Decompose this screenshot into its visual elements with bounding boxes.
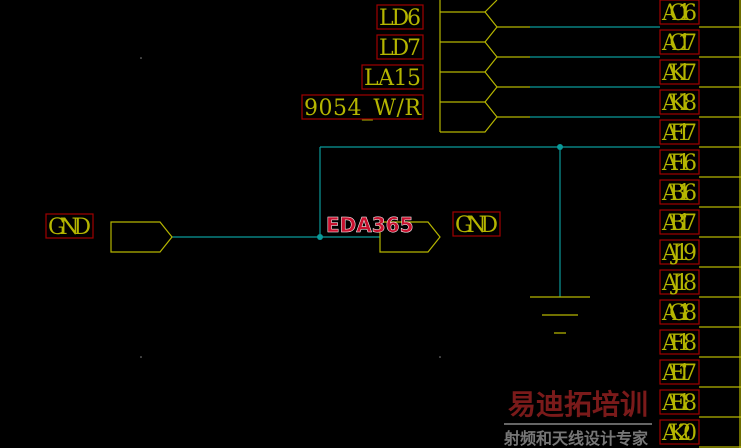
pin-af18[interactable]: AF18 xyxy=(659,329,741,358)
pin-label: AC16 xyxy=(661,1,697,26)
pin-label-box xyxy=(659,29,700,55)
pin-label: AB17 xyxy=(661,211,697,236)
pin-ae18[interactable]: AE18 xyxy=(659,389,741,418)
pin-label-box xyxy=(659,299,700,325)
gnd-right-label[interactable]: GND xyxy=(455,213,498,238)
net-label-text: LD6 xyxy=(379,6,421,31)
pin-ak18[interactable]: AK18 xyxy=(659,89,741,118)
right-pin-column: AC16AC17AK17AK18AF17AF16AB16AB17AJ19AJ18… xyxy=(659,0,741,448)
pin-label: AF18 xyxy=(661,331,697,356)
pin-label: AE18 xyxy=(661,391,697,416)
pin-ab16[interactable]: AB16 xyxy=(659,179,741,208)
cn-watermark-title: 易迪拓培训 xyxy=(508,388,648,421)
pin-label: AK18 xyxy=(661,91,697,116)
pin-label: AK20 xyxy=(661,421,697,446)
net-label-2[interactable]: LA15 xyxy=(361,64,424,91)
pin-label: AF16 xyxy=(661,151,697,176)
pin-label-box xyxy=(659,269,700,295)
pin-aj18[interactable]: AJ18 xyxy=(659,269,741,298)
pin-ac16[interactable]: AC16 xyxy=(659,0,741,28)
net-label-text: LD7 xyxy=(379,36,421,61)
pin-ak20[interactable]: AK20 xyxy=(659,419,741,448)
pin-label-box xyxy=(659,149,700,175)
pin-ag18[interactable]: AG18 xyxy=(659,299,741,328)
gnd-net-wires[interactable] xyxy=(172,144,660,297)
pin-label-box xyxy=(659,89,700,115)
pin-label: AE17 xyxy=(661,361,697,386)
pin-ae17[interactable]: AE17 xyxy=(659,359,741,388)
net-label-0[interactable]: LD6 xyxy=(376,4,424,31)
net-label-text: LA15 xyxy=(364,66,421,91)
pin-label-box xyxy=(659,419,700,445)
pin-ak17[interactable]: AK17 xyxy=(659,59,741,88)
pin-label: AJ18 xyxy=(661,271,697,296)
pin-ab17[interactable]: AB17 xyxy=(659,209,741,238)
pin-label: AB16 xyxy=(661,181,697,206)
pin-label-box xyxy=(659,359,700,385)
gnd-right-box xyxy=(452,211,501,237)
pin-label: AJ19 xyxy=(661,241,697,266)
pin-label-box xyxy=(659,179,700,205)
pin-label: AF17 xyxy=(661,121,697,146)
cn-watermark-subtitle: 射频和天线设计专家 xyxy=(503,429,649,448)
pin-af16[interactable]: AF16 xyxy=(659,149,741,178)
pin-aj19[interactable]: AJ19 xyxy=(659,239,741,268)
pin-label-box xyxy=(659,329,700,355)
pin-label: AG18 xyxy=(661,301,697,326)
pin-label-box xyxy=(659,239,700,265)
gnd-port-right[interactable] xyxy=(379,221,441,253)
eda365-watermark: EDA365 xyxy=(326,213,414,237)
pin-ac17[interactable]: AC17 xyxy=(659,29,741,58)
pin-af17[interactable]: AF17 xyxy=(659,119,741,148)
pin-label-box xyxy=(659,209,700,235)
net-label-text: 9054_W/R xyxy=(304,96,422,121)
pin-label-box xyxy=(659,0,700,25)
net-label-3[interactable]: 9054_W/R xyxy=(301,94,424,121)
pin-label: AC17 xyxy=(661,31,697,56)
gnd-left-label[interactable]: GND xyxy=(48,215,91,240)
bus-ports xyxy=(439,0,660,133)
pin-label-box xyxy=(659,119,700,145)
net-label-1[interactable]: LD7 xyxy=(376,34,424,61)
gnd-port-left[interactable] xyxy=(110,221,173,253)
pin-label: AK17 xyxy=(661,61,697,86)
pin-label-box xyxy=(659,59,700,85)
gnd-left-box xyxy=(45,213,94,239)
pin-label-box xyxy=(659,389,700,415)
ground-symbol[interactable] xyxy=(530,296,590,334)
